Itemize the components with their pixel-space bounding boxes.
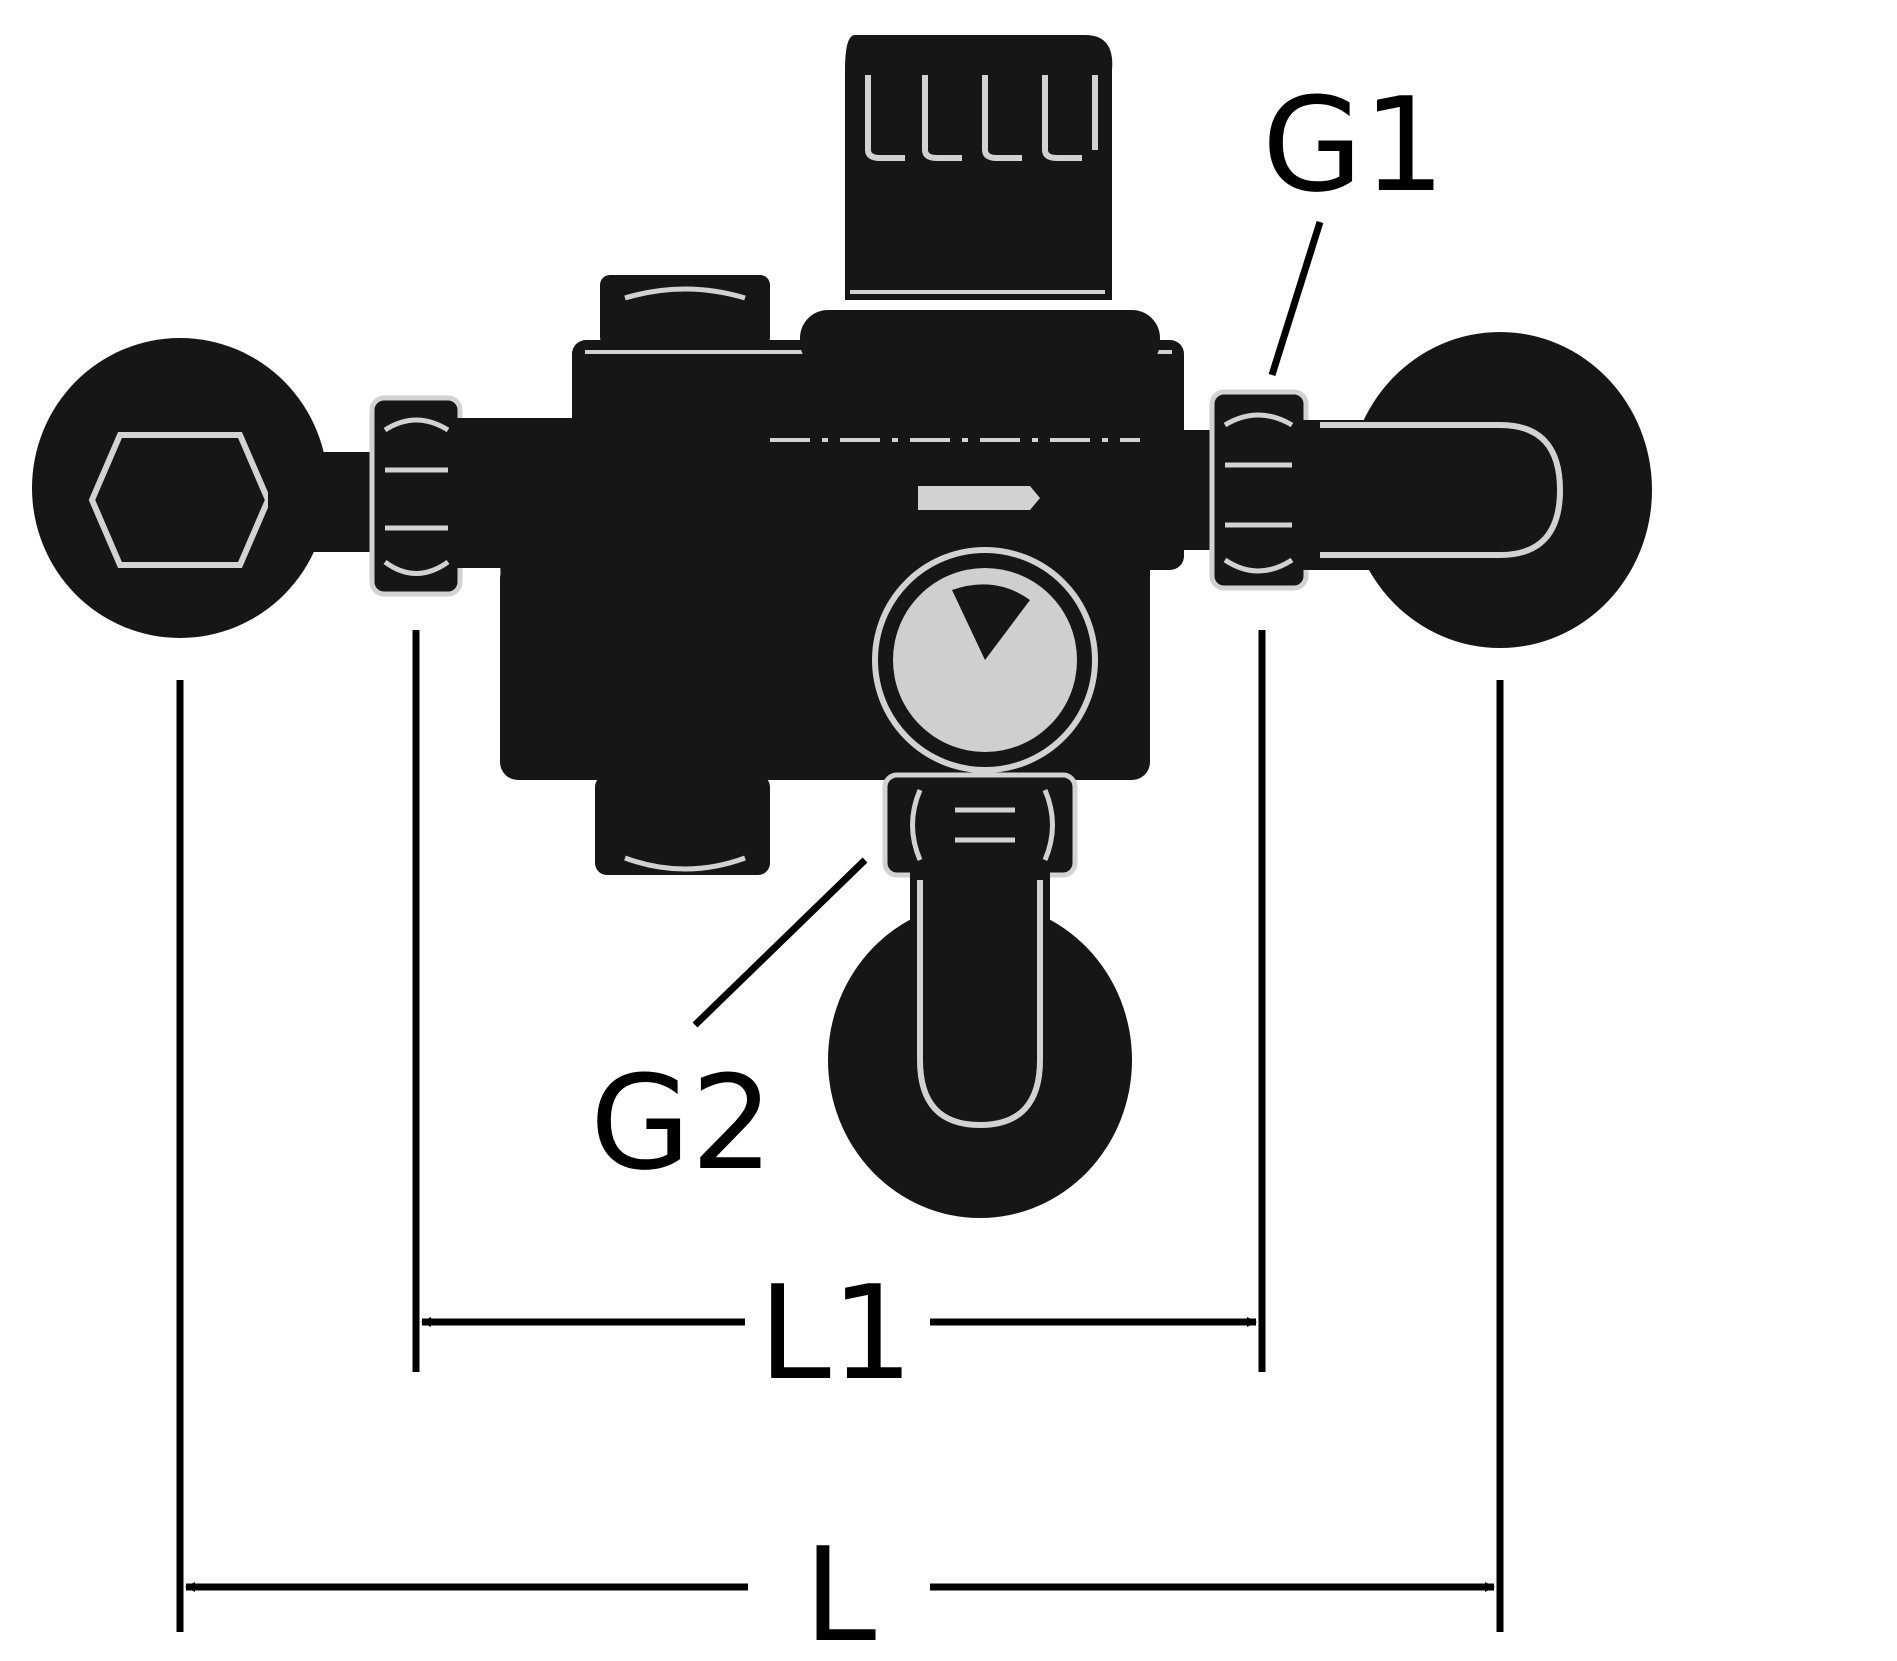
left-coupling-nut <box>369 395 463 597</box>
dimension-labels: G1 G2 L1 L <box>590 69 1445 1661</box>
adjustment-knob-icon <box>800 35 1160 370</box>
leader-line-g2 <box>692 857 868 1028</box>
label-g1: G1 <box>1262 69 1445 221</box>
label-l: L <box>804 1519 876 1661</box>
bottom-coupling-nut <box>882 772 1078 878</box>
flow-direction-arrow-icon <box>918 486 1040 510</box>
label-l1: L1 <box>758 1257 913 1409</box>
valve-illustration <box>32 35 1652 1218</box>
right-coupling-nut <box>1140 389 1309 591</box>
left-pipe <box>455 418 575 568</box>
right-union-fitting <box>1300 332 1652 648</box>
label-g2: G2 <box>590 1047 773 1199</box>
leader-line-g1 <box>1268 220 1324 377</box>
left-union-fitting <box>32 338 378 638</box>
bottom-union-fitting <box>828 870 1132 1218</box>
bottom-plug <box>595 775 770 875</box>
pressure-gauge-icon <box>872 547 1098 773</box>
top-plug <box>600 275 770 347</box>
dimension-lines <box>176 220 1504 1632</box>
